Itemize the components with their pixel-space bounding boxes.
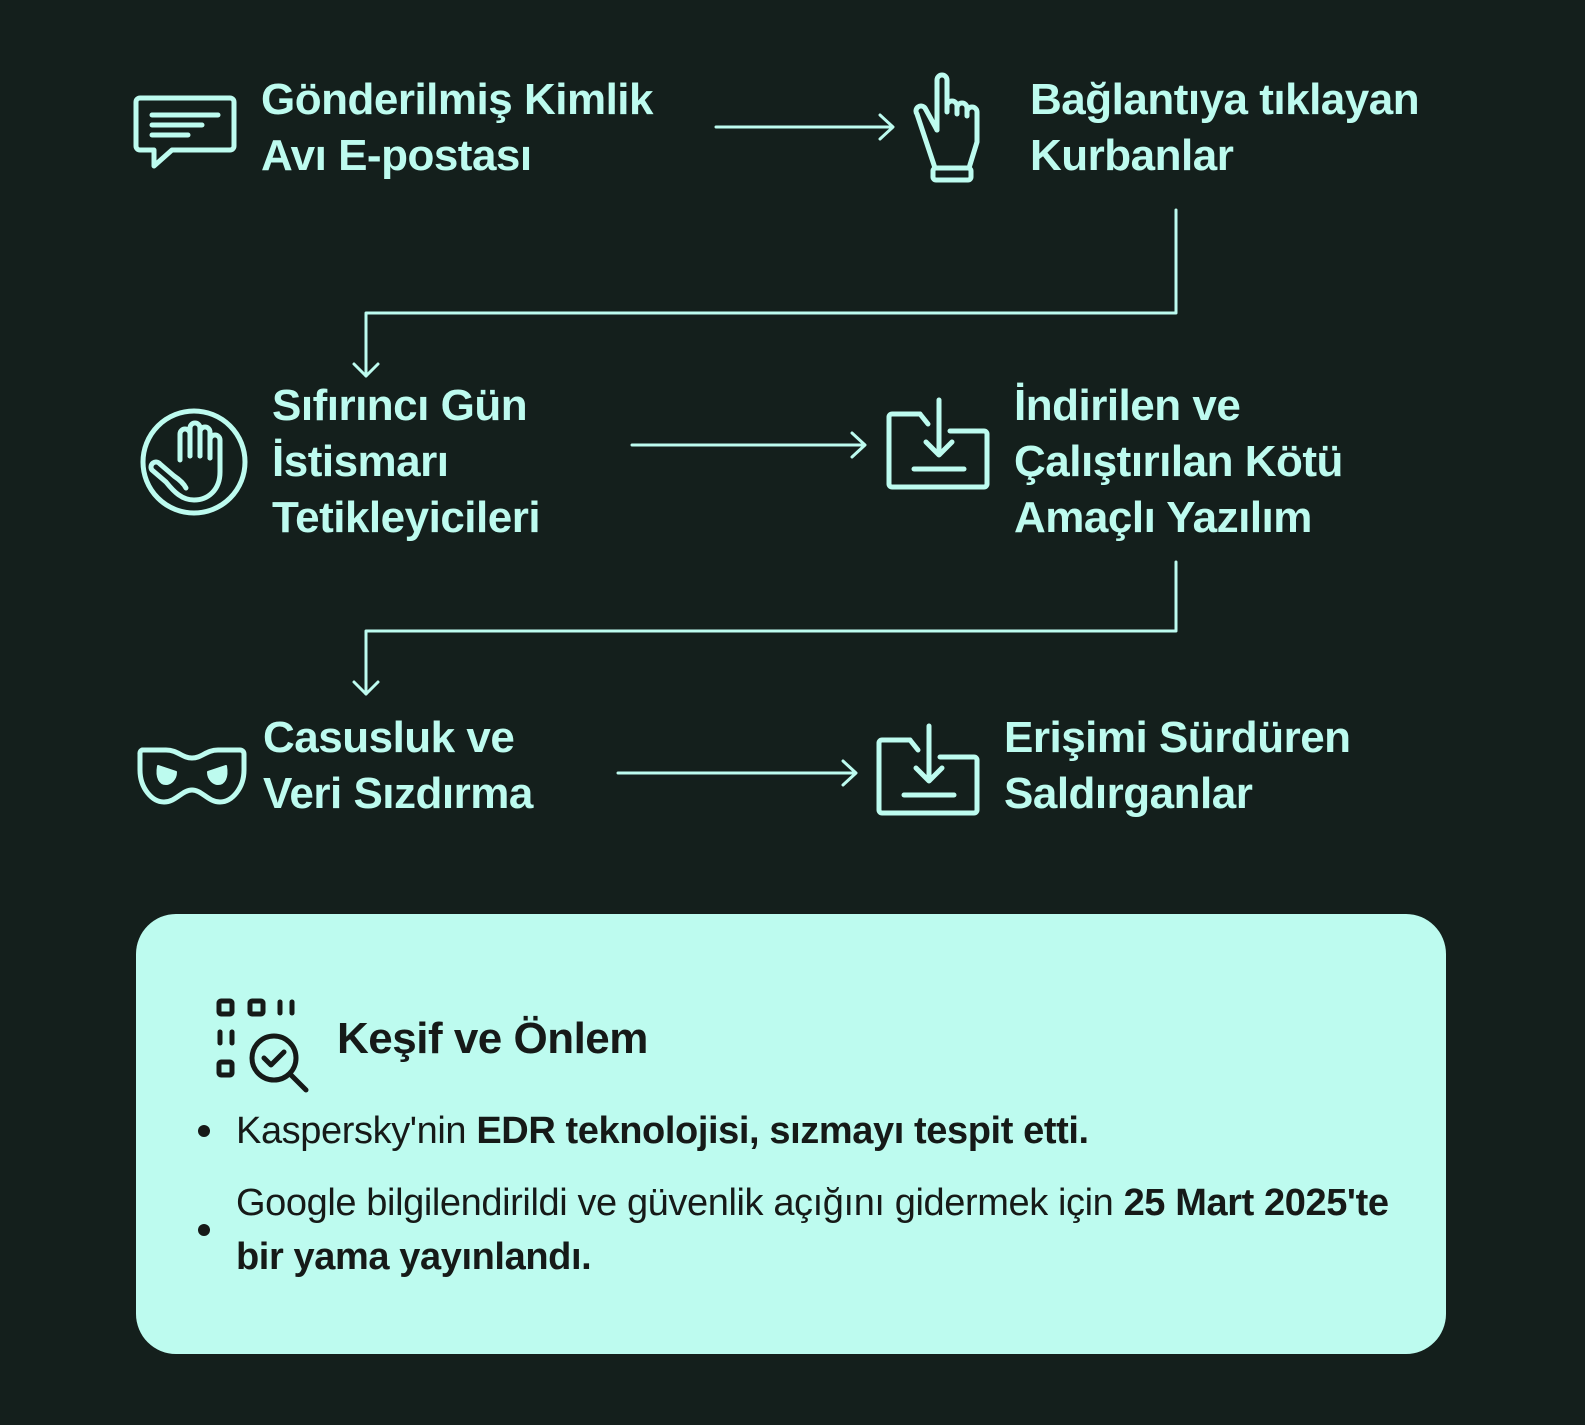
step-label-line: Casusluk ve <box>263 713 515 762</box>
step-label-line: Bağlantıya tıklayan <box>1030 75 1420 124</box>
pointing-hand-icon <box>913 72 980 183</box>
step-label-line: İndirilen ve <box>1014 381 1241 430</box>
bullet-dot-icon <box>198 1224 210 1236</box>
spy-mask-icon <box>137 747 247 805</box>
step-label-line: Amaçlı Yazılım <box>1014 493 1312 542</box>
step-label-line: İstismarı <box>272 437 449 486</box>
card-title: Keşif ve Önlem <box>337 1014 648 1063</box>
card-bullet-list: Kaspersky'nin EDR teknolojisi, sızmayı t… <box>198 1104 1408 1302</box>
bullet-item: Kaspersky'nin EDR teknolojisi, sızmayı t… <box>198 1104 1408 1158</box>
step-label-line: Erişimi Sürdüren <box>1004 713 1351 762</box>
bullet-dot-icon <box>198 1125 210 1137</box>
flow-connectors <box>352 113 1178 787</box>
stop-hand-icon <box>140 408 248 516</box>
detection-prevention-card: Keşif ve Önlem Kaspersky'nin EDR teknolo… <box>136 914 1446 1354</box>
chat-message-icon <box>133 95 237 169</box>
step-label-line: Gönderilmiş Kimlik <box>261 75 653 124</box>
step-label-line: Kurbanlar <box>1030 131 1234 180</box>
step-label-line: Veri Sızdırma <box>263 769 533 818</box>
step-label-line: Saldırganlar <box>1004 769 1253 818</box>
step-label-line: Avı E-postası <box>261 131 532 180</box>
scan-search-check-icon <box>216 998 309 1093</box>
bullet-item: Google bilgilendirildi ve güvenlik açığı… <box>198 1176 1408 1284</box>
step-label-line: Tetikleyicileri <box>272 493 541 542</box>
step-label-line: Çalıştırılan Kötü <box>1014 437 1343 486</box>
folder-download-icon <box>876 723 980 816</box>
step-label-line: Sıfırıncı Gün <box>272 381 528 430</box>
folder-download-icon <box>886 397 990 490</box>
